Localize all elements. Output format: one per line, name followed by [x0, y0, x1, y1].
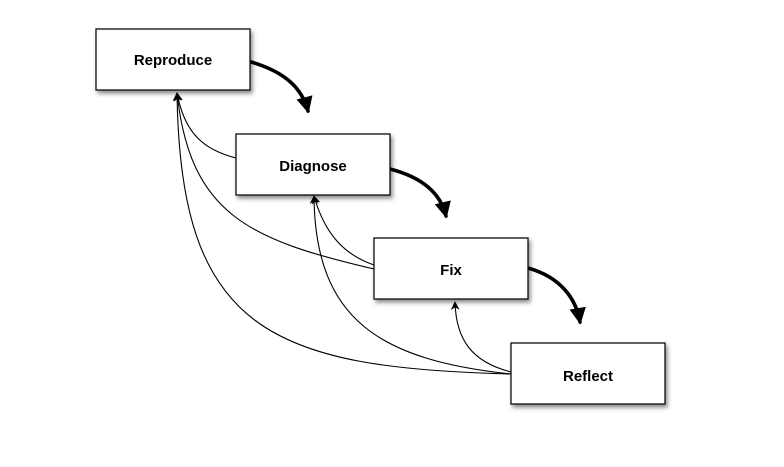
feedback-edges [172, 92, 512, 375]
node-reflect-label: Reflect [563, 368, 613, 385]
edge-fix-to-reproduce [173, 92, 375, 270]
node-reproduce-label: Reproduce [134, 52, 212, 69]
node-diagnose[interactable]: Diagnose [235, 133, 391, 196]
edge-reflect-to-diagnose [309, 195, 512, 375]
node-fix[interactable]: Fix [373, 237, 529, 300]
edge-reproduce-to-diagnose [249, 60, 313, 114]
node-diagnose-label: Diagnose [279, 158, 347, 175]
node-reproduce[interactable]: Reproduce [95, 28, 251, 91]
node-fix-label: Fix [440, 262, 462, 279]
edge-reflect-to-reproduce [172, 92, 512, 375]
node-fix-box [373, 237, 529, 300]
edge-fix-to-diagnose [311, 195, 375, 266]
main-flow-edges [249, 60, 586, 325]
edge-fix-to-reflect [526, 266, 586, 325]
edge-reflect-to-fix [450, 301, 512, 373]
node-reflect[interactable]: Reflect [510, 342, 666, 405]
node-reproduce-box [95, 28, 251, 91]
node-reflect-box [510, 342, 666, 405]
node-diagnose-box [235, 133, 391, 196]
edge-diagnose-to-fix [388, 167, 451, 219]
edge-diagnose-to-reproduce [174, 92, 237, 159]
